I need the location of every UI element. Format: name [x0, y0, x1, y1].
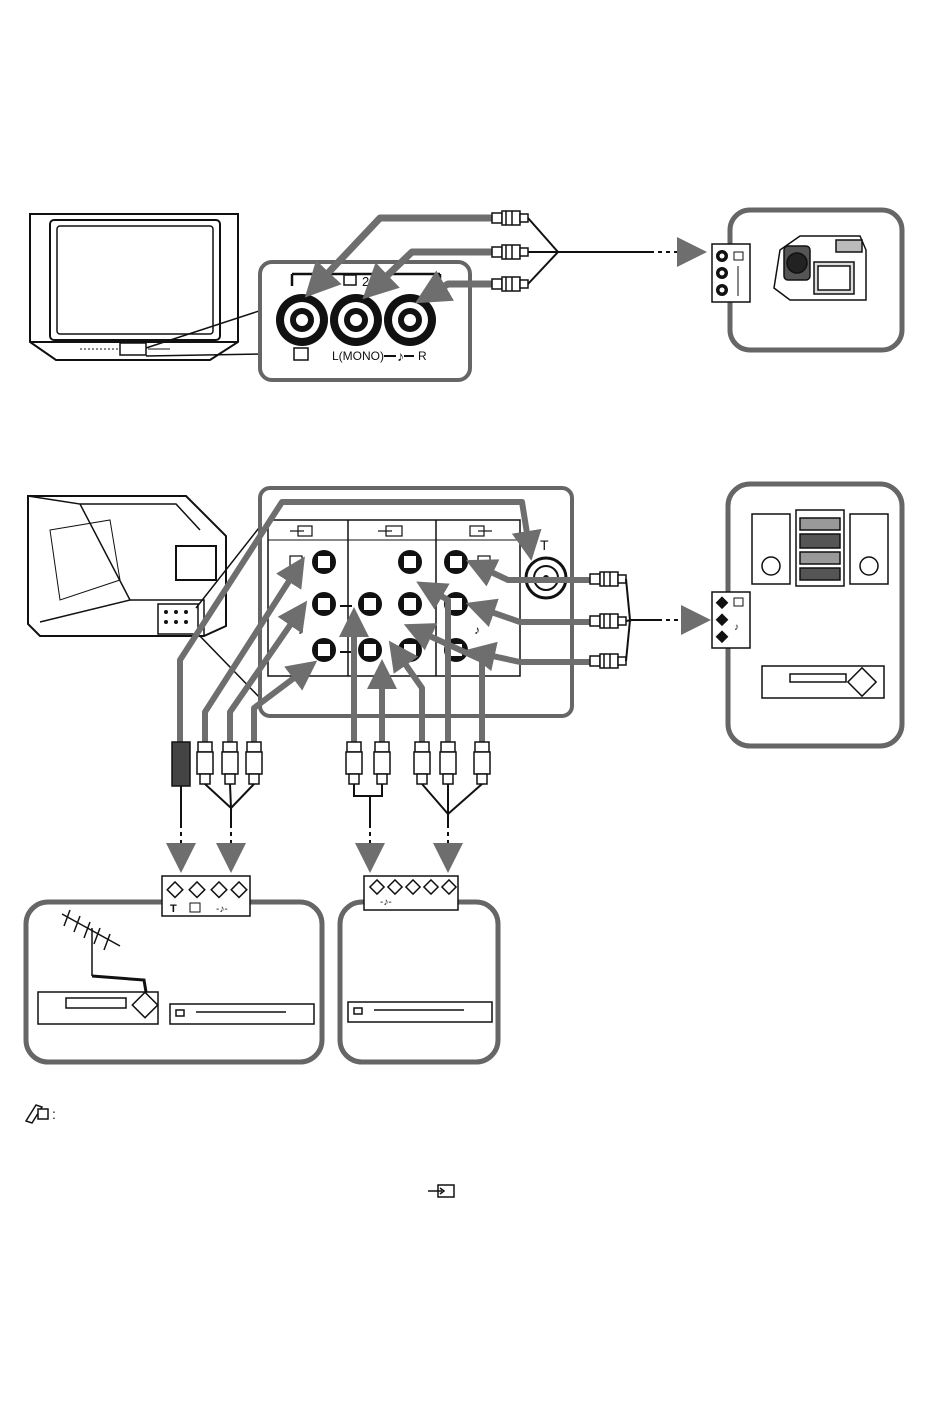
front-jack-audio-left[interactable] [330, 294, 382, 346]
rear-antenna-symbol: T [540, 537, 549, 553]
hifi-box: ♪ [712, 484, 902, 746]
tv-front-icon [30, 214, 238, 360]
camcorder-icon [774, 236, 866, 300]
front-plug-group [492, 211, 528, 291]
dvd-player-icon [170, 1004, 314, 1024]
note-marker: : [52, 1106, 56, 1122]
front-input-number: 2 [362, 274, 369, 289]
svg-text:♪: ♪ [298, 623, 304, 637]
front-jack-audio-right[interactable] [384, 294, 436, 346]
video-out-icon [426, 1182, 458, 1200]
vcr-icon [762, 666, 884, 698]
front-jack-video[interactable] [276, 294, 328, 346]
dvd-player-icon [348, 1002, 492, 1022]
hifi-plug-group [590, 572, 626, 668]
svg-text:♪: ♪ [474, 623, 480, 637]
source-a-audio-symbol: -♪- [216, 904, 228, 915]
source-b-audio-symbol: -♪- [380, 897, 392, 908]
front-label-mono: L(MONO) [332, 349, 384, 363]
front-label-right: R [418, 349, 427, 363]
source-a-antenna-symbol: T [170, 903, 177, 915]
svg-text:♪: ♪ [734, 622, 739, 633]
tv-rear-icon [28, 496, 226, 636]
front-panel-inset: 2 L(MONO) ♪ R [260, 262, 470, 380]
note-pencil-icon: : [24, 1101, 60, 1125]
source-box-a: T -♪- [26, 876, 322, 1062]
front-label-music: ♪ [397, 348, 404, 364]
source-box-b: -♪- [340, 876, 498, 1062]
vcr-icon [38, 992, 158, 1024]
bottom-plugs [172, 742, 490, 786]
camcorder-box [712, 210, 902, 350]
hifi-system-icon [752, 510, 888, 586]
